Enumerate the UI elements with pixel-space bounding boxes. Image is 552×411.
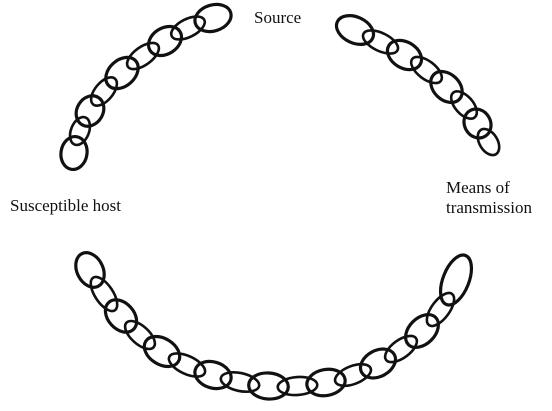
chain-link (473, 125, 503, 159)
chain-link (139, 330, 185, 372)
chain-link (120, 316, 159, 354)
chain-segment-left (58, 0, 234, 171)
chain-link (166, 349, 209, 382)
label-means-of-transmission: Means of transmission (446, 178, 532, 218)
chain-link (248, 372, 289, 401)
chain-link (58, 135, 89, 172)
label-means-line1: Means of (446, 178, 532, 198)
label-means-line2: transmission (446, 198, 532, 218)
chain-link (434, 251, 477, 309)
chain-link (425, 65, 469, 108)
chain-link (191, 0, 234, 36)
chain-link (99, 294, 143, 339)
chain-link (219, 369, 261, 395)
chain-link (382, 34, 427, 75)
chain-segment-bottom (70, 248, 477, 400)
chain-link (143, 21, 187, 62)
chain-link (355, 343, 400, 384)
chain-segment-right (332, 10, 504, 159)
chain-link (332, 360, 374, 390)
label-source: Source (254, 8, 301, 28)
chain-link (100, 51, 145, 95)
chain-link (66, 114, 94, 148)
chain-link (399, 308, 445, 354)
label-susceptible-host: Susceptible host (10, 196, 121, 216)
